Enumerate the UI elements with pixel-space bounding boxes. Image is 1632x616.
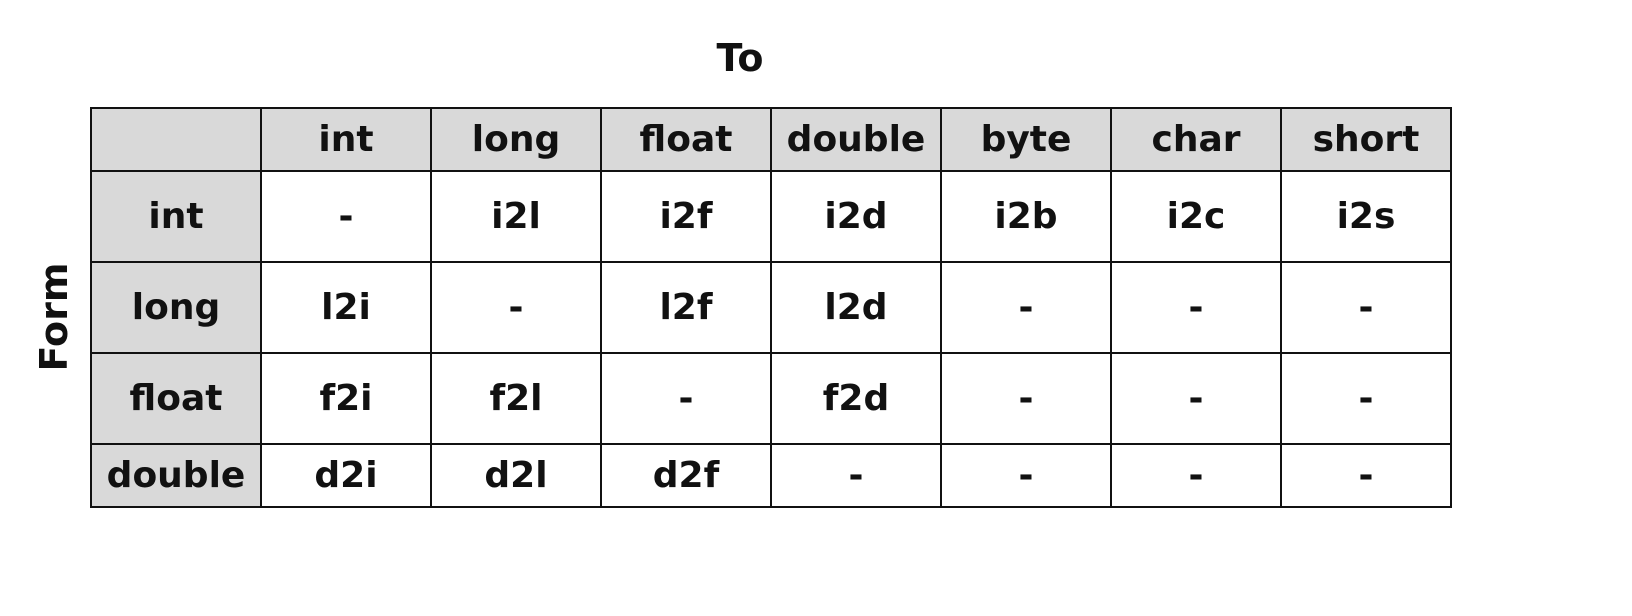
table-cell: -	[1110, 443, 1282, 508]
table-cell: i2s	[1280, 170, 1452, 263]
table-cell: -	[1110, 352, 1282, 445]
table-row: long l2i - l2f l2d - - -	[90, 261, 1452, 354]
table-cell: f2i	[260, 352, 432, 445]
table-cell: -	[1280, 443, 1452, 508]
table-cell: l2f	[600, 261, 772, 354]
table-cell: f2d	[770, 352, 942, 445]
column-header: char	[1110, 107, 1282, 172]
corner-cell	[90, 107, 262, 172]
type-conversion-table: int long float double byte char short in…	[90, 107, 1452, 508]
table-cell: l2d	[770, 261, 942, 354]
column-header: int	[260, 107, 432, 172]
table-cell: d2l	[430, 443, 602, 508]
table-cell: -	[940, 261, 1112, 354]
table-cell: i2b	[940, 170, 1112, 263]
table-row: int - i2l i2f i2d i2b i2c i2s	[90, 170, 1452, 263]
table-row: double d2i d2l d2f - - - -	[90, 443, 1452, 508]
table-cell: -	[770, 443, 942, 508]
row-header: double	[90, 443, 262, 508]
column-header: byte	[940, 107, 1112, 172]
table-cell: d2i	[260, 443, 432, 508]
table-cell: -	[940, 443, 1112, 508]
header-row: int long float double byte char short	[90, 107, 1452, 172]
row-header: float	[90, 352, 262, 445]
table-cell: i2d	[770, 170, 942, 263]
table-cell: i2c	[1110, 170, 1282, 263]
table-cell: -	[430, 261, 602, 354]
table-cell: d2f	[600, 443, 772, 508]
table-cell: i2f	[600, 170, 772, 263]
table-cell: -	[1280, 352, 1452, 445]
table-row: float f2i f2l - f2d - - -	[90, 352, 1452, 445]
table-cell: -	[1280, 261, 1452, 354]
column-header: double	[770, 107, 942, 172]
column-header: long	[430, 107, 602, 172]
column-header: float	[600, 107, 772, 172]
table-cell: i2l	[430, 170, 602, 263]
table-cell: -	[940, 352, 1112, 445]
table-cell: l2i	[260, 261, 432, 354]
column-header: short	[1280, 107, 1452, 172]
row-header: long	[90, 261, 262, 354]
table-cell: f2l	[430, 352, 602, 445]
row-header: int	[90, 170, 262, 263]
table-cell: -	[260, 170, 432, 263]
table-cell: -	[600, 352, 772, 445]
to-axis-label: To	[716, 36, 764, 80]
table-cell: -	[1110, 261, 1282, 354]
from-axis-label: Form	[32, 262, 76, 372]
